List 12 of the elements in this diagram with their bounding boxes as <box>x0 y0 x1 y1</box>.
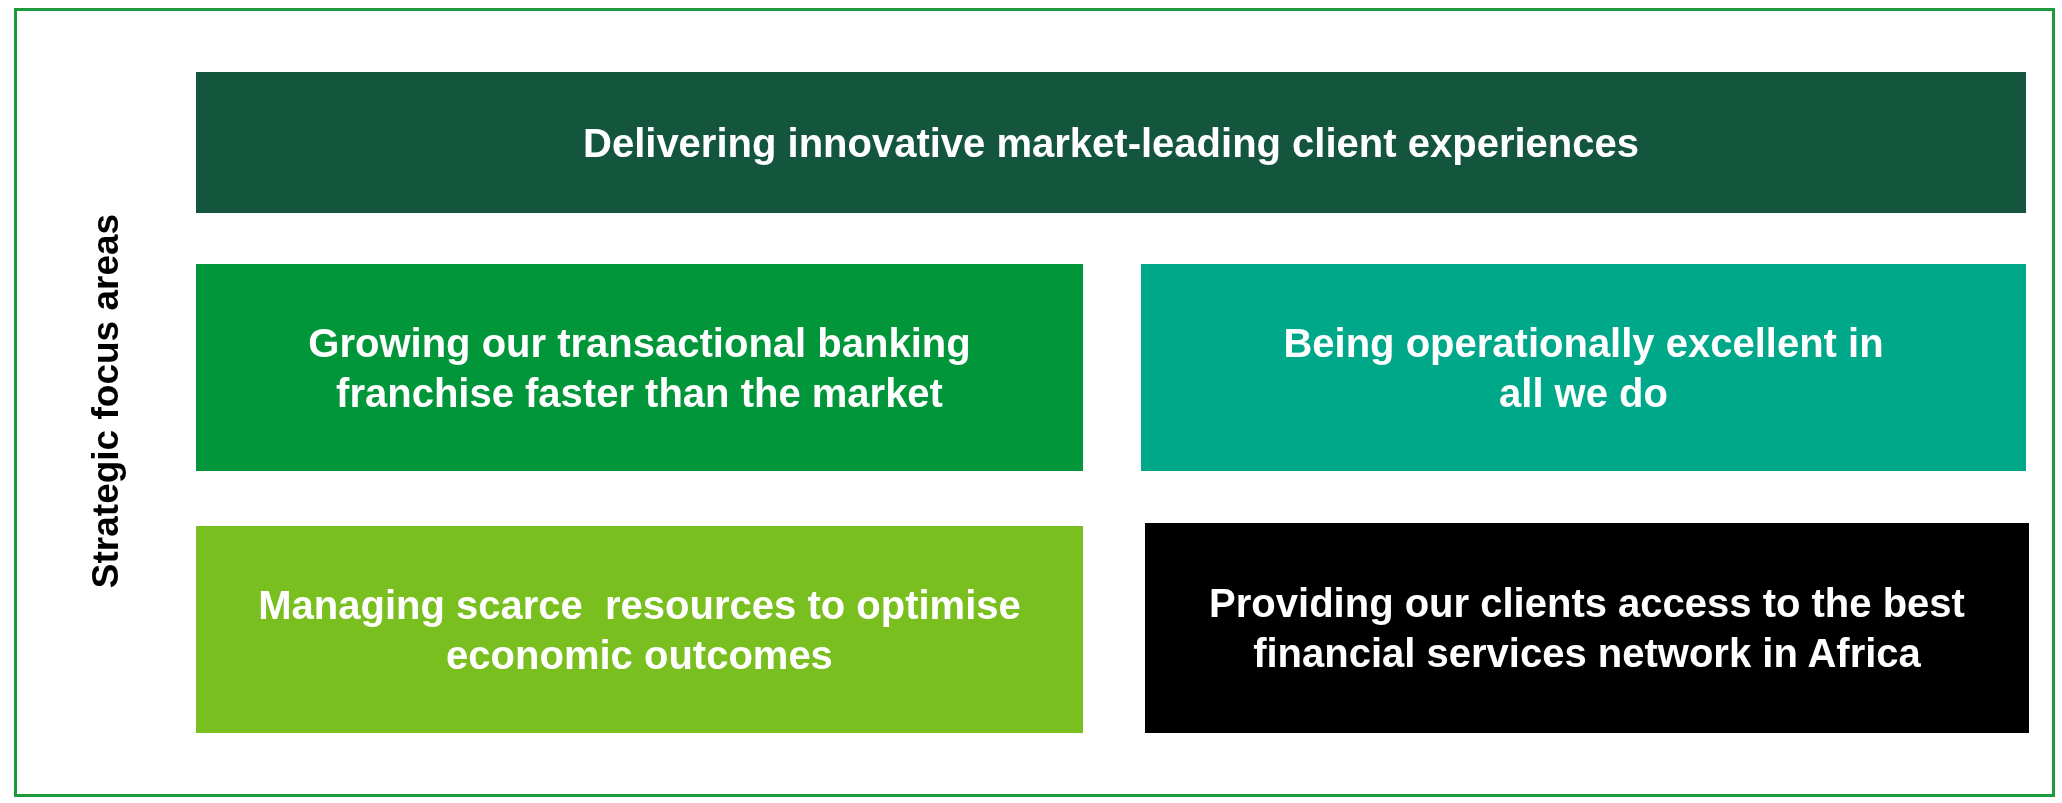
box-label: Growing our transactional banking franchise faster than the market <box>307 319 972 417</box>
box-label: Managing scarce resources to optimise economic outcomes <box>257 581 1022 679</box>
box-label: Delivering innovative market-leading client experiences <box>583 119 1639 167</box>
focus-area-box <box>1141 264 2026 471</box>
focus-area-box <box>1145 523 2029 733</box>
box-label: Providing our clients access to the best financial services network in Africa <box>1208 580 1966 677</box>
vertical-heading: Strategic focus areas <box>85 213 127 589</box>
box-label: Being operationally excellent in all we do <box>1282 319 1885 417</box>
focus-area-box <box>196 72 2026 213</box>
frame-border <box>14 8 2055 797</box>
focus-area-box <box>196 264 1083 471</box>
focus-area-box <box>196 526 1083 733</box>
